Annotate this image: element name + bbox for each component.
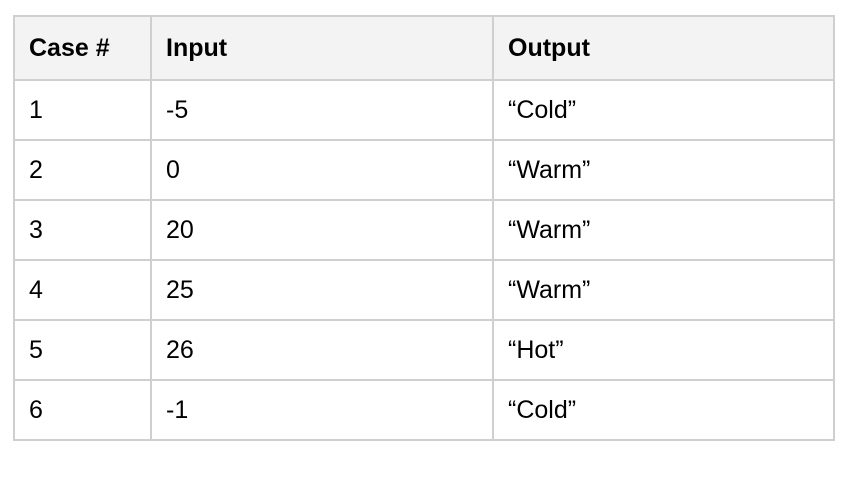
- case-number-cell: 4: [13, 259, 152, 321]
- case-number-cell: 3: [13, 199, 152, 261]
- output-cell: “Warm”: [492, 199, 835, 261]
- test-case-table: Case # Input Output 1 -5 “Cold” 2 0 “War…: [13, 15, 835, 441]
- test-case-table-container: Case # Input Output 1 -5 “Cold” 2 0 “War…: [13, 15, 835, 441]
- table-row: 1 -5 “Cold”: [13, 79, 835, 141]
- table-row: 2 0 “Warm”: [13, 139, 835, 201]
- table-row: 4 25 “Warm”: [13, 259, 835, 321]
- input-cell: 25: [150, 259, 494, 321]
- output-cell: “Hot”: [492, 319, 835, 381]
- table-row: 6 -1 “Cold”: [13, 379, 835, 441]
- input-cell: 26: [150, 319, 494, 381]
- output-cell: “Warm”: [492, 259, 835, 321]
- case-number-cell: 2: [13, 139, 152, 201]
- header-output: Output: [492, 15, 835, 81]
- output-cell: “Warm”: [492, 139, 835, 201]
- header-row: Case # Input Output: [13, 15, 835, 81]
- table-row: 3 20 “Warm”: [13, 199, 835, 261]
- input-cell: -5: [150, 79, 494, 141]
- input-cell: 0: [150, 139, 494, 201]
- header-input: Input: [150, 15, 494, 81]
- table-body: 1 -5 “Cold” 2 0 “Warm” 3 20 “Warm” 4 25 …: [13, 79, 835, 441]
- input-cell: 20: [150, 199, 494, 261]
- case-number-cell: 5: [13, 319, 152, 381]
- header-case-number: Case #: [13, 15, 152, 81]
- input-cell: -1: [150, 379, 494, 441]
- output-cell: “Cold”: [492, 79, 835, 141]
- output-cell: “Cold”: [492, 379, 835, 441]
- table-row: 5 26 “Hot”: [13, 319, 835, 381]
- case-number-cell: 1: [13, 79, 152, 141]
- case-number-cell: 6: [13, 379, 152, 441]
- table-header: Case # Input Output: [13, 15, 835, 81]
